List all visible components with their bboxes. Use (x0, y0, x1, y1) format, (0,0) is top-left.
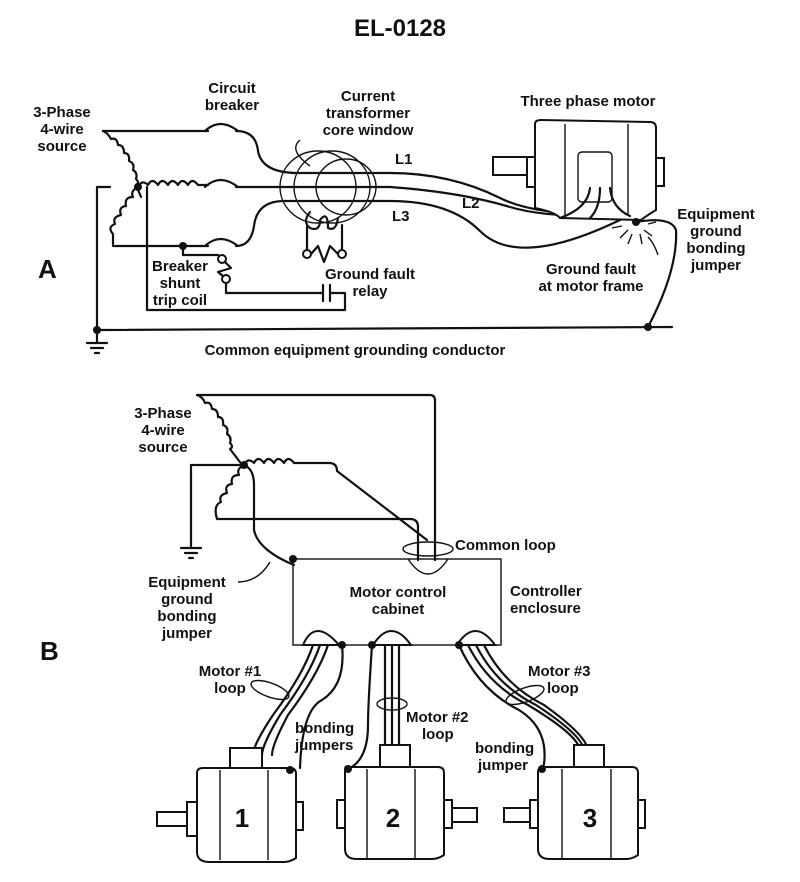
panel-a-source-label-1: 3-Phase (33, 104, 91, 121)
ground-fault-spark-icon (611, 221, 659, 256)
cabinet-label-1: Motor control (350, 584, 447, 601)
motor-title: Three phase motor (520, 93, 655, 110)
motor-1-number: 1 (235, 803, 249, 833)
panel-b-letter: B (40, 636, 59, 666)
circuit-breaker-label-1: Circuit (208, 80, 256, 97)
motor-2-number: 2 (386, 803, 400, 833)
ct-label-2: transformer (326, 105, 410, 122)
bonding-a-label-4: jumper (690, 257, 741, 274)
gf-motor-label-1: Ground fault (546, 261, 636, 278)
panel-a-source-label-3: source (37, 138, 86, 155)
circuit-breaker-label-2: breaker (205, 97, 259, 114)
line-label-l2: L2 (462, 195, 480, 212)
bonding-a-label-3: bonding (686, 240, 745, 257)
enclosure-label-2: enclosure (510, 600, 581, 617)
enclosure-label-1: Controller (510, 583, 582, 600)
panel-a-letter: A (38, 254, 57, 284)
shunt-trip-label-1: Breaker (152, 258, 208, 275)
wye-source-a (101, 129, 210, 246)
motor-3-number: 3 (583, 803, 597, 833)
panel-b-source-label-3: source (138, 439, 187, 456)
panel-a: A 3-Phase 4-wire source Circuit breaker (33, 80, 755, 359)
wye-source-b (179, 393, 437, 567)
circuit-breaker (203, 122, 240, 248)
equipment-bonding-jumper-a (634, 219, 678, 329)
panel-b-source-label-1: 3-Phase (134, 405, 192, 422)
bonding-b-label-2: ground (161, 591, 213, 608)
gf-relay-label-2: relay (352, 283, 388, 300)
motor3-loop-label-1: Motor #3 (528, 663, 591, 680)
bonding-b-label-1: Equipment (148, 574, 226, 591)
current-transformer (279, 150, 377, 264)
shunt-trip-label-3: trip coil (153, 292, 207, 309)
panel-b: B 3-Phase 4-wire source Common loop Moto… (40, 393, 646, 863)
ct-label-1: Current (341, 88, 395, 105)
bonding-b-arrow (237, 561, 271, 583)
motor2-loop-label-2: loop (422, 726, 454, 743)
bonding-b-label-4: jumper (161, 625, 212, 642)
ground-symbol-icon (85, 328, 109, 355)
motor-2: 2 (336, 744, 478, 860)
line-label-l3: L3 (392, 208, 410, 225)
bonding-jumpers-label-1: bonding (295, 720, 354, 737)
shunt-trip-label-2: shunt (160, 275, 201, 292)
cabinet-label-2: cabinet (372, 601, 425, 618)
three-phase-motor (492, 118, 665, 226)
panel-a-source-label-2: 4-wire (40, 121, 83, 138)
bonding-jumper-label-2: jumper (477, 757, 528, 774)
gf-relay-label-1: Ground fault (325, 266, 415, 283)
common-ground-label: Common equipment grounding conductor (205, 342, 506, 359)
panel-b-source-label-2: 4-wire (141, 422, 184, 439)
common-grounding-conductor (95, 325, 674, 332)
breaker-shunt-trip-coil (145, 185, 347, 312)
ct-pointer-arrow (295, 139, 311, 167)
bonding-jumpers-label-2: jumpers (294, 737, 353, 754)
bonding-jumper-label-1: bonding (475, 740, 534, 757)
motor2-loop-label-1: Motor #2 (406, 709, 469, 726)
motor-3: 3 (503, 744, 646, 860)
line-label-l1: L1 (395, 151, 413, 168)
bonding-b-label-3: bonding (157, 608, 216, 625)
gf-motor-label-2: at motor frame (538, 278, 643, 295)
bonding-a-label-2: ground (690, 223, 742, 240)
motor3-loop-label-2: loop (547, 680, 579, 697)
diagram-title: EL-0128 (354, 15, 446, 42)
ct-label-3: core window (323, 122, 414, 139)
motor-1: 1 (156, 747, 304, 863)
motor1-loop-label-1: Motor #1 (199, 663, 262, 680)
common-loop-ring (402, 541, 454, 557)
bonding-a-label-1: Equipment (677, 206, 755, 223)
motor1-loop-label-2: loop (214, 680, 246, 697)
common-loop-label: Common loop (455, 537, 556, 554)
